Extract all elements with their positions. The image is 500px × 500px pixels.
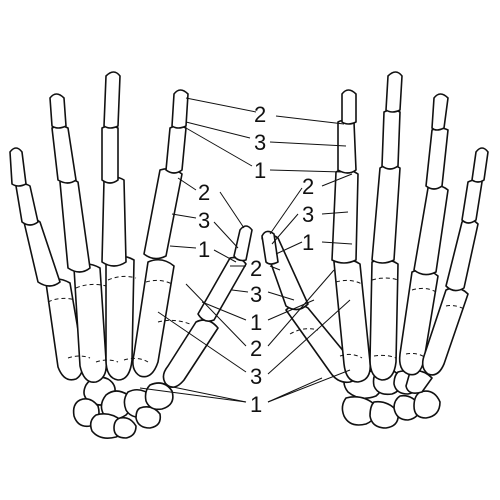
label-midleft-1: 1 (198, 237, 210, 262)
label-top-1: 1 (254, 158, 266, 183)
left-carpals (72, 376, 174, 439)
label-midleft-3: 3 (198, 208, 210, 233)
label-center-1: 1 (250, 310, 262, 335)
label-midright-3: 3 (302, 202, 314, 227)
label-bottom-3: 3 (250, 364, 262, 389)
label-midleft-2: 2 (198, 180, 210, 205)
label-top-2: 2 (254, 102, 266, 127)
right-metacarpals (285, 258, 469, 384)
right-hand (261, 71, 489, 429)
left-distal-phalanges (9, 71, 253, 262)
labels: 2 3 1 2 3 1 2 3 1 2 3 1 2 3 1 (198, 102, 314, 417)
label-center-3: 3 (250, 282, 262, 307)
label-center-2: 2 (250, 256, 262, 281)
label-bottom-2: 2 (250, 336, 262, 361)
right-distal-phalanges (261, 71, 489, 265)
label-top-3: 3 (254, 130, 266, 155)
left-metacarpals (45, 255, 219, 388)
leader-lines (139, 97, 353, 403)
right-proximal-phalanges (261, 164, 479, 311)
label-midright-1: 1 (302, 230, 314, 255)
right-middle-phalanges (337, 109, 483, 224)
left-hand (9, 71, 253, 439)
label-midright-2: 2 (302, 174, 314, 199)
label-bottom-1: 1 (250, 392, 262, 417)
